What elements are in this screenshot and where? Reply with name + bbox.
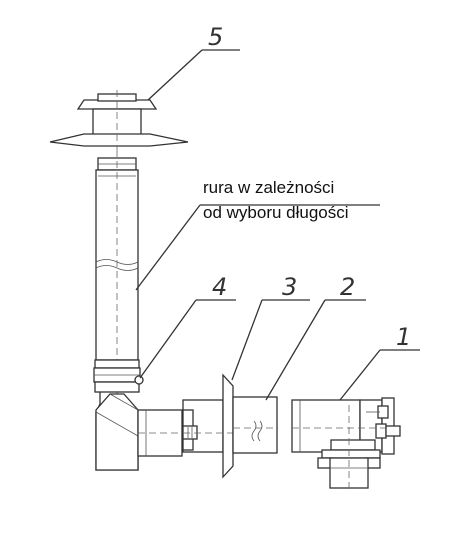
boiler-adapter-part-1 xyxy=(291,397,401,492)
pipe-section-part-2 xyxy=(232,396,278,454)
vertical-pipe xyxy=(93,150,144,470)
callout-1: 1 xyxy=(396,323,411,351)
callout-3: 3 xyxy=(282,273,297,301)
pipe-note-line2: od wyboru długości xyxy=(203,203,349,222)
leader-lines xyxy=(135,49,420,401)
callout-2: 2 xyxy=(340,273,355,301)
pipe-note-line1: rura w zależności xyxy=(203,178,334,197)
roof-terminal-part-5 xyxy=(49,90,189,150)
wall-transition-part-3 xyxy=(182,373,237,479)
callout-5: 5 xyxy=(208,23,223,51)
elbow-part-4 xyxy=(95,392,190,471)
callout-4: 4 xyxy=(212,273,227,301)
